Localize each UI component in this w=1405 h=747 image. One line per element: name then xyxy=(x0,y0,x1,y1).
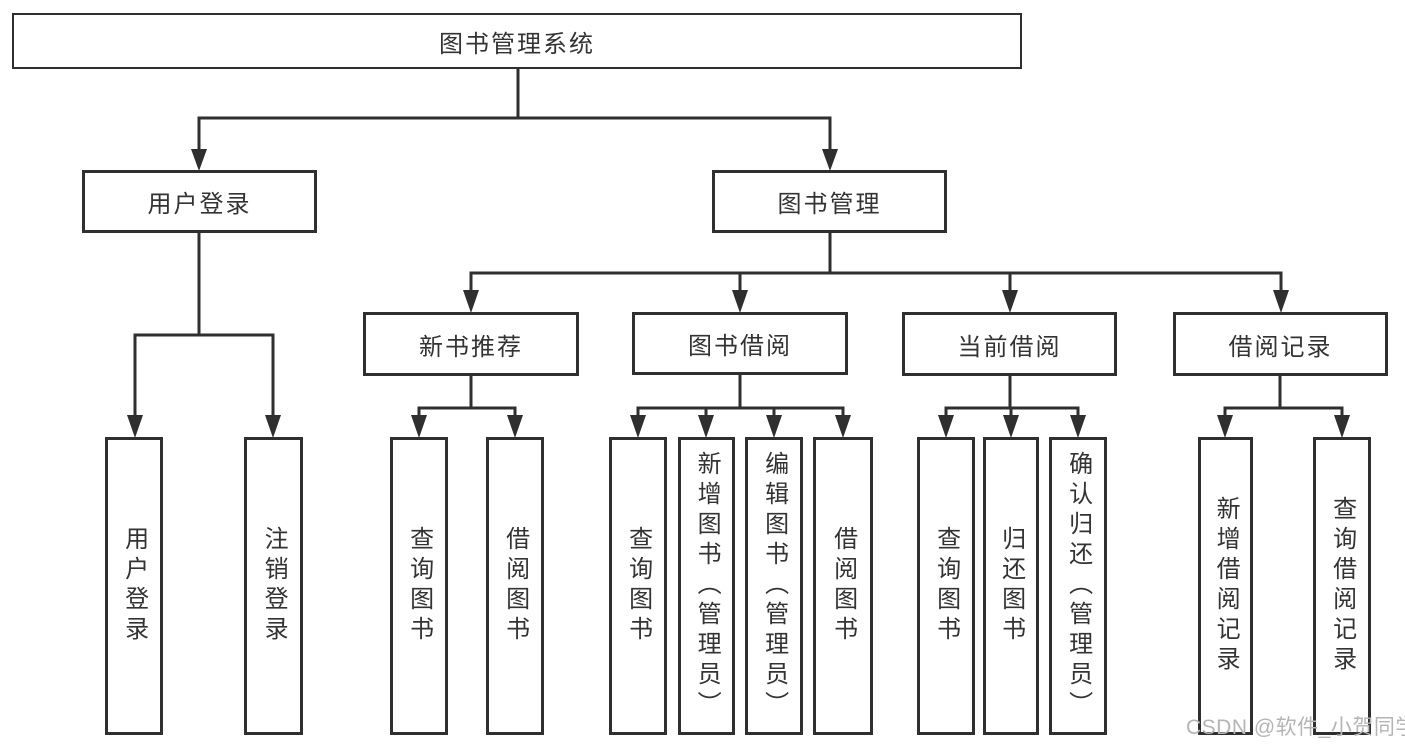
arrow-icon xyxy=(835,415,851,438)
node-book-borrow: 图书借阅 xyxy=(632,312,848,375)
arrow-icon xyxy=(630,415,646,438)
arrow-icon xyxy=(938,415,954,438)
edge-records-bar xyxy=(1223,406,1344,417)
node-borrow-records: 借阅记录 xyxy=(1173,312,1388,376)
node-root: 图书管理系统 xyxy=(12,13,1022,69)
arrow-icon xyxy=(463,290,479,313)
arrow-icon xyxy=(1003,415,1019,438)
leaf-current-return-label: 归还图书 xyxy=(997,526,1025,646)
arrow-icon xyxy=(766,415,782,438)
node-user-login-label: 用户登录 xyxy=(147,191,252,218)
leaf-borrow-edit-admin-label: 编辑图书（管理员） xyxy=(760,451,788,721)
arrow-icon xyxy=(732,290,748,313)
leaf-borrow-add-admin: 新增图书（管理员） xyxy=(678,437,735,735)
leaf-borrow-add-admin-label: 新增图书（管理员） xyxy=(693,451,721,721)
leaf-newbooks-borrow-label: 借阅图书 xyxy=(501,526,529,646)
node-book-mgmt-label: 图书管理 xyxy=(777,191,882,218)
watermark: CSDN @软件_小贺同学 xyxy=(1186,711,1405,741)
leaf-newbooks-query: 查询图书 xyxy=(390,437,448,735)
leaf-current-return: 归还图书 xyxy=(983,437,1039,735)
arrow-icon xyxy=(127,415,143,438)
arrow-icon xyxy=(1273,290,1289,313)
node-new-book-recommend: 新书推荐 xyxy=(363,312,579,376)
leaf-user-login-label: 用户登录 xyxy=(120,526,148,646)
leaf-records-query: 查询借阅记录 xyxy=(1313,437,1371,735)
arrowheads xyxy=(127,149,1350,438)
watermark-text: CSDN @软件_小贺同学 xyxy=(1186,716,1405,739)
leaf-user-login: 用户登录 xyxy=(105,437,163,735)
arrow-icon xyxy=(1334,415,1350,438)
arrow-icon xyxy=(265,415,281,438)
leaf-logout-login: 注销登录 xyxy=(244,437,303,735)
arrow-icon xyxy=(698,415,714,438)
arrow-icon xyxy=(1070,415,1086,438)
leaf-logout-login-label: 注销登录 xyxy=(260,526,288,646)
leaf-borrow-borrow-label: 借阅图书 xyxy=(829,526,857,646)
node-book-borrow-label: 图书借阅 xyxy=(688,333,792,360)
leaf-borrow-borrow: 借阅图书 xyxy=(813,437,873,735)
arrow-icon xyxy=(411,415,427,438)
arrow-icon xyxy=(191,149,207,171)
arrow-icon xyxy=(507,415,523,438)
leaf-borrow-query-label: 查询图书 xyxy=(624,526,652,646)
node-new-book-recommend-label: 新书推荐 xyxy=(419,333,523,361)
node-root-label: 图书管理系统 xyxy=(439,30,595,58)
leaf-current-confirm-admin-label: 确认归还（管理员） xyxy=(1064,451,1092,721)
leaf-current-query-label: 查询图书 xyxy=(932,526,960,646)
leaf-records-add: 新增借阅记录 xyxy=(1198,437,1253,735)
leaf-borrow-query: 查询图书 xyxy=(609,437,667,735)
leaf-records-query-label: 查询借阅记录 xyxy=(1328,496,1356,676)
arrow-icon xyxy=(822,149,838,171)
edge-borrow-bar xyxy=(636,406,845,417)
node-current-borrow: 当前借阅 xyxy=(902,312,1117,376)
arrow-icon xyxy=(1217,415,1233,438)
edge-root-bar xyxy=(197,116,832,151)
arrow-icon xyxy=(1002,290,1018,313)
node-borrow-records-label: 借阅记录 xyxy=(1228,333,1333,361)
leaf-records-add-label: 新增借阅记录 xyxy=(1212,496,1240,676)
node-user-login: 用户登录 xyxy=(82,170,317,233)
leaf-newbooks-borrow: 借阅图书 xyxy=(486,437,544,735)
leaf-current-query: 查询图书 xyxy=(917,437,975,735)
leaf-newbooks-query-label: 查询图书 xyxy=(405,526,433,646)
leaf-current-confirm-admin: 确认归还（管理员） xyxy=(1049,437,1107,735)
edge-bookmgmt-bar xyxy=(469,271,1283,291)
node-current-borrow-label: 当前借阅 xyxy=(957,333,1062,361)
edge-newbooks-bar xyxy=(417,406,517,417)
leaf-borrow-edit-admin: 编辑图书（管理员） xyxy=(745,437,803,735)
edge-userlogin-bar xyxy=(133,333,275,417)
node-book-mgmt: 图书管理 xyxy=(712,170,947,233)
